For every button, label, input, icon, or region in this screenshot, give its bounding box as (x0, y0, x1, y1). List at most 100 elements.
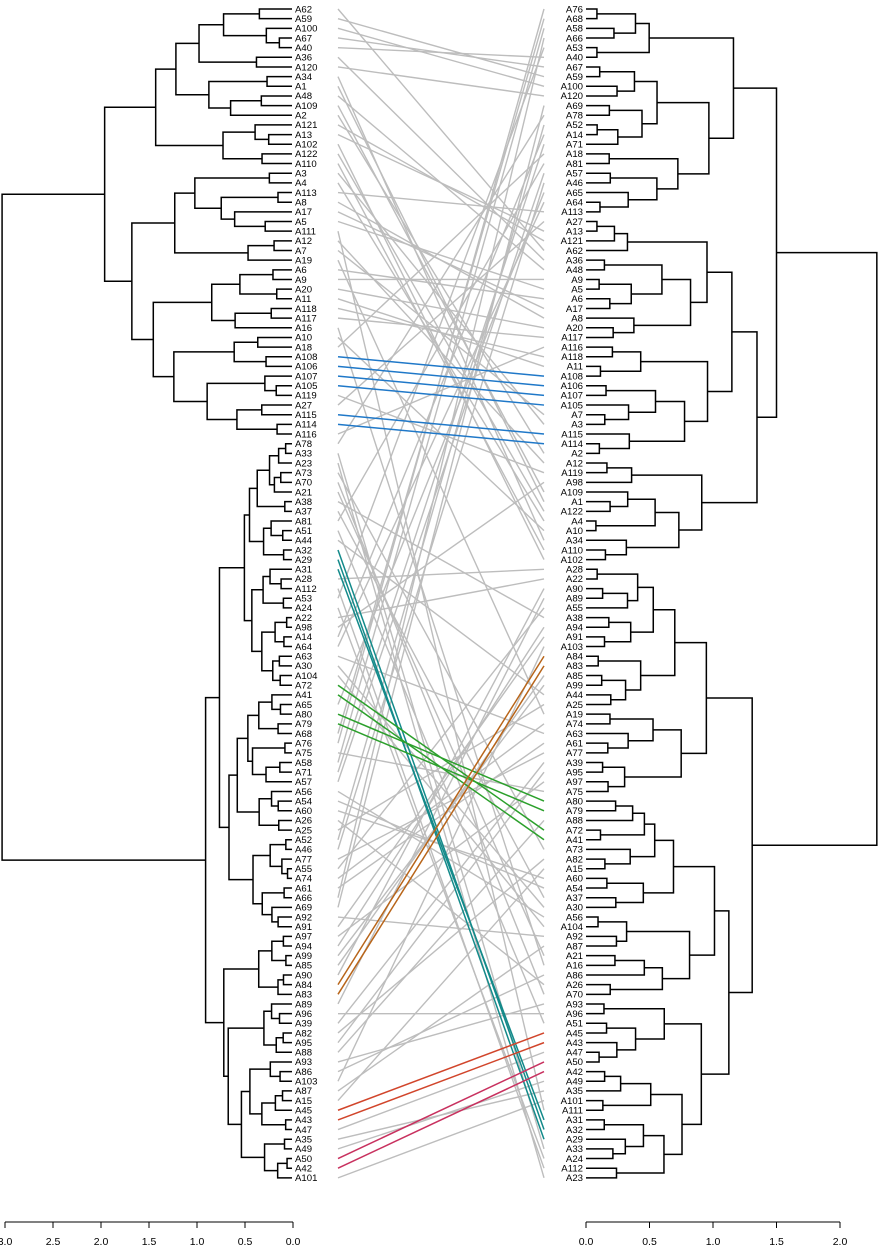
left-branch-114 (274, 1095, 292, 1111)
left-branch-7 (265, 27, 292, 44)
left-leaf-label: A80 (295, 709, 312, 720)
right-dendrogram (586, 8, 878, 1179)
right-branch-64 (586, 592, 629, 609)
right-branch-10 (599, 71, 636, 92)
left-branch-45 (204, 696, 224, 1024)
right-leaf-label: A16 (566, 961, 583, 972)
left-branch-38 (265, 356, 292, 368)
left-branch-90 (281, 858, 292, 875)
left-branch-85 (277, 800, 292, 812)
left-leaf-label: A61 (295, 883, 312, 894)
left-branch-30 (239, 273, 277, 295)
right-leaf-label: A62 (566, 246, 583, 257)
right-branch-0 (752, 251, 878, 847)
left-branch-78 (277, 723, 292, 735)
right-leaf-label: A6 (571, 294, 583, 305)
left-leaf-label: A115 (295, 410, 317, 421)
right-branch-18 (586, 153, 610, 165)
left-leaf-label: A54 (295, 796, 313, 807)
connector-a55 (337, 607, 545, 870)
left-branch-27 (273, 240, 292, 252)
right-leaf-label: A35 (566, 1086, 583, 1097)
right-branch-15 (586, 129, 619, 145)
right-branch-56 (586, 539, 628, 556)
right-leaf-label: A69 (566, 101, 583, 112)
right-leaf-label: A119 (561, 468, 583, 479)
right-branch-114 (586, 1099, 604, 1111)
connector-a18 (337, 153, 545, 348)
left-leaf-label: A1 (295, 82, 307, 93)
left-branch-119 (276, 1162, 292, 1179)
right-branch-108 (586, 1041, 618, 1058)
right-branch-3 (596, 22, 650, 54)
right-branch-97 (586, 916, 599, 928)
right-branch-116 (604, 1123, 645, 1148)
left-leaf-label: A63 (295, 652, 312, 663)
connector-a81 (337, 163, 545, 522)
left-leaf-label: A122 (295, 149, 317, 160)
right-branch-47 (586, 442, 601, 455)
left-branch-106 (278, 1012, 292, 1025)
left-leaf-label: A32 (295, 545, 312, 556)
left-branch-68 (283, 636, 292, 648)
left-branch-28 (152, 301, 212, 378)
left-branch-31 (272, 269, 292, 281)
connector-a73 (337, 472, 545, 850)
left-branch-29 (210, 283, 240, 322)
left-leaf-label: A39 (295, 1019, 312, 1030)
right-branch-103 (664, 1023, 703, 1126)
connector-a113 (337, 191, 545, 213)
right-leaf-label: A86 (566, 970, 583, 981)
connector-a83 (337, 665, 545, 995)
left-branch-116 (284, 1119, 292, 1131)
right-leaf-label: A95 (566, 767, 583, 778)
left-branch-77 (279, 703, 292, 715)
right-branch-2 (649, 37, 735, 139)
left-leaf-label: A40 (295, 43, 312, 54)
right-branch-81 (586, 781, 609, 793)
left-leaf-label: A77 (295, 854, 312, 865)
right-branch-83 (673, 865, 716, 956)
connector-a115 (337, 413, 545, 435)
left-leaf-label: A79 (295, 719, 312, 730)
left-leaf-label: A103 (295, 1077, 317, 1088)
left-leaf-label: A45 (295, 1106, 312, 1117)
left-leaf-label: A28 (295, 574, 312, 585)
right-branch-75 (609, 718, 654, 742)
left-branch-111 (269, 1061, 292, 1078)
left-leaf-label: A41 (295, 690, 312, 701)
connector-a43 (337, 1041, 545, 1121)
right-leaf-label: A3 (571, 420, 583, 431)
left-branch-94 (271, 906, 292, 923)
right-leaf-label: A87 (566, 941, 583, 952)
right-leaf-label: A113 (561, 207, 583, 218)
left-branch-62 (269, 568, 292, 585)
right-branch-35 (586, 317, 635, 334)
connector-a77 (337, 752, 545, 860)
left-branch-4 (198, 23, 257, 63)
left-leaf-label: A109 (295, 101, 317, 112)
left-axis-tick-label: 2.5 (46, 1236, 61, 1248)
right-branch-51 (626, 511, 680, 549)
right-leaf-label: A51 (566, 1019, 583, 1030)
right-leaf-label: A102 (561, 555, 583, 566)
connector-a28 (337, 568, 545, 580)
left-leaf-label: A114 (295, 420, 317, 431)
right-leaf-label: A44 (566, 690, 584, 701)
right-leaf-label: A67 (566, 62, 583, 73)
left-leaf-label: A51 (295, 526, 312, 537)
left-leaf-label: A11 (295, 294, 311, 305)
right-leaf-label: A55 (566, 603, 583, 614)
connector-a100 (337, 27, 545, 87)
left-branch-118 (283, 1138, 292, 1150)
right-branch-9 (634, 80, 658, 125)
right-axis-tick-label: 1.0 (706, 1236, 721, 1248)
left-branch-97 (257, 950, 279, 988)
right-branch-24 (706, 271, 733, 393)
right-branch-13 (609, 109, 643, 138)
left-leaf-label: A33 (295, 449, 312, 460)
left-leaf-label: A93 (295, 1057, 312, 1068)
right-branch-21 (586, 191, 629, 208)
left-branch-73 (236, 737, 260, 813)
right-leaf-label: A89 (566, 594, 583, 605)
